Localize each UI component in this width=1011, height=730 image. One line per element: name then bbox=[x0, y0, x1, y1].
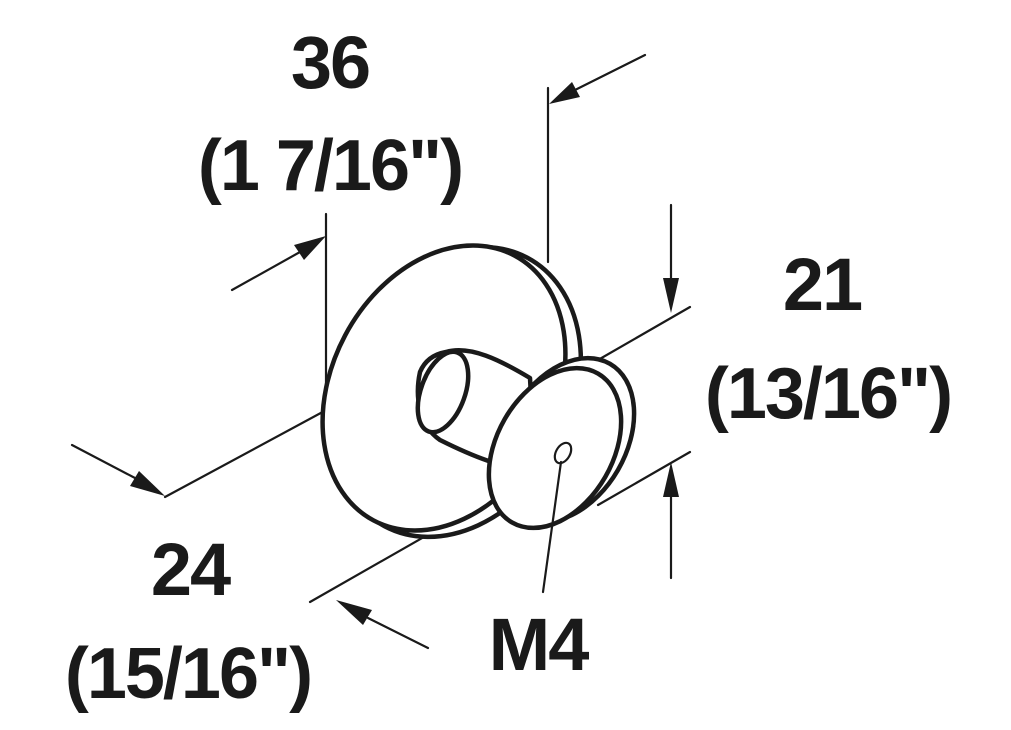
depth-arrow-left-shaft bbox=[70, 443, 137, 480]
width-arrowhead-left bbox=[294, 236, 326, 260]
thread-callout: M4 bbox=[489, 460, 591, 686]
depth-extension-back bbox=[163, 406, 332, 499]
knob-head-front bbox=[486, 365, 624, 531]
height-arrowhead-bottom bbox=[663, 462, 679, 497]
width-arrow-right-shaft bbox=[573, 53, 647, 92]
depth-arrowhead-left bbox=[130, 471, 165, 496]
dimension-depth: 24 (15/16") bbox=[65, 406, 517, 714]
height-extension-bottom bbox=[596, 450, 692, 507]
width-value: 36 bbox=[291, 21, 369, 104]
thread-leader-line bbox=[541, 460, 563, 594]
depth-arrow-right-shaft bbox=[366, 616, 430, 650]
depth-imperial: (15/16") bbox=[65, 634, 311, 714]
width-imperial: (1 7/16") bbox=[198, 126, 462, 206]
dimension-height: 21 (13/16") bbox=[596, 203, 953, 580]
height-extension-top bbox=[596, 305, 692, 362]
width-arrowhead-right bbox=[549, 82, 580, 104]
height-arrowhead-top bbox=[663, 278, 679, 313]
width-arrow-left-shaft bbox=[230, 250, 302, 292]
dimension-width: 36 (1 7/16") bbox=[198, 21, 647, 394]
thread-hole bbox=[553, 441, 573, 465]
height-imperial: (13/16") bbox=[705, 354, 951, 434]
depth-value: 24 bbox=[151, 528, 231, 611]
thread-value: M4 bbox=[489, 603, 590, 686]
height-value: 21 bbox=[783, 243, 862, 326]
knob bbox=[320, 243, 637, 540]
depth-arrowhead-right bbox=[336, 600, 372, 625]
knob-stem-end bbox=[415, 349, 471, 435]
